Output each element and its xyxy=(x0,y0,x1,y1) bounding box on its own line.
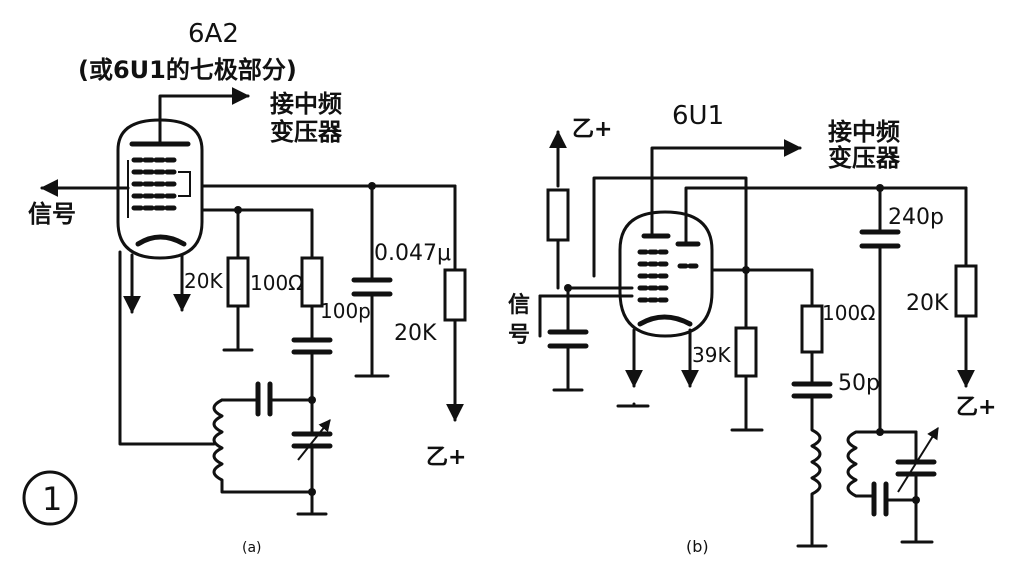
output-b-line2: 变压器 xyxy=(828,144,901,172)
resistor-a-supply xyxy=(443,268,467,322)
label-b-c-top: 240p xyxy=(888,205,944,230)
resistor-b-supply xyxy=(954,264,978,318)
label-a-r-supply: 20K xyxy=(394,321,437,346)
tube-b-type: 6U1 xyxy=(672,101,724,131)
tube-b-cathode xyxy=(637,314,693,327)
resistor-a-100ohm xyxy=(300,256,324,308)
tube-a-type: 6A2 xyxy=(188,19,239,49)
output-a-line1: 接中频 xyxy=(270,90,342,118)
label-b-r-supply: 20K xyxy=(906,291,949,316)
resistor-b-39k xyxy=(734,326,758,378)
output-b-line1: 接中频 xyxy=(828,118,900,146)
tube-a-cathode xyxy=(135,234,187,247)
label-b-c-series: 50p xyxy=(838,371,880,396)
label-a-r-cathode: 20K xyxy=(184,269,223,293)
plate-a-lead xyxy=(158,87,250,146)
signal-b-label-2: 号 xyxy=(508,323,530,348)
resistor-a-20k xyxy=(226,256,250,308)
figure-a-letter: (a) xyxy=(242,540,262,556)
resistor-b-top xyxy=(546,188,570,242)
tube-b-grids xyxy=(637,249,699,303)
output-a-line2: 变压器 xyxy=(270,118,343,146)
supply-b-top: 乙+ xyxy=(572,117,612,142)
label-b-r-series: 100Ω xyxy=(822,301,875,325)
figure-number-text: 1 xyxy=(42,480,62,518)
label-a-c-bypass: 0.047μ xyxy=(374,241,451,266)
oscillator-coil-b xyxy=(846,430,882,498)
label-b-r-cathode: 39K xyxy=(692,343,731,367)
circuit-a: 6A2 (或6U1的七极部分) 接中频 变压器 信号 20K 100Ω 100p… xyxy=(28,19,467,556)
signal-a-label: 信号 xyxy=(28,200,76,228)
oscillator-coil-a xyxy=(212,398,314,494)
label-a-supply: 乙+ xyxy=(426,445,466,470)
label-a-r-series: 100Ω xyxy=(250,271,303,295)
figure-b-letter: (b) xyxy=(686,537,709,556)
tube-a-envelope xyxy=(116,118,204,260)
resistor-b-100ohm xyxy=(800,304,824,354)
tube-a-note: (或6U1的七极部分) xyxy=(78,56,297,84)
figure-number: 1 xyxy=(22,470,78,526)
tube-b-envelope xyxy=(618,210,714,338)
signal-b-label-1: 信 xyxy=(508,292,530,318)
label-b-supply: 乙+ xyxy=(956,395,996,420)
circuit-b: 6U1 乙+ 接中频 变压器 信 号 240p 39K 100Ω 50p 20K… xyxy=(508,101,996,556)
label-a-c-series: 100p xyxy=(320,299,371,323)
plate-b-lead xyxy=(650,139,802,238)
tube-a-grids xyxy=(131,157,181,211)
